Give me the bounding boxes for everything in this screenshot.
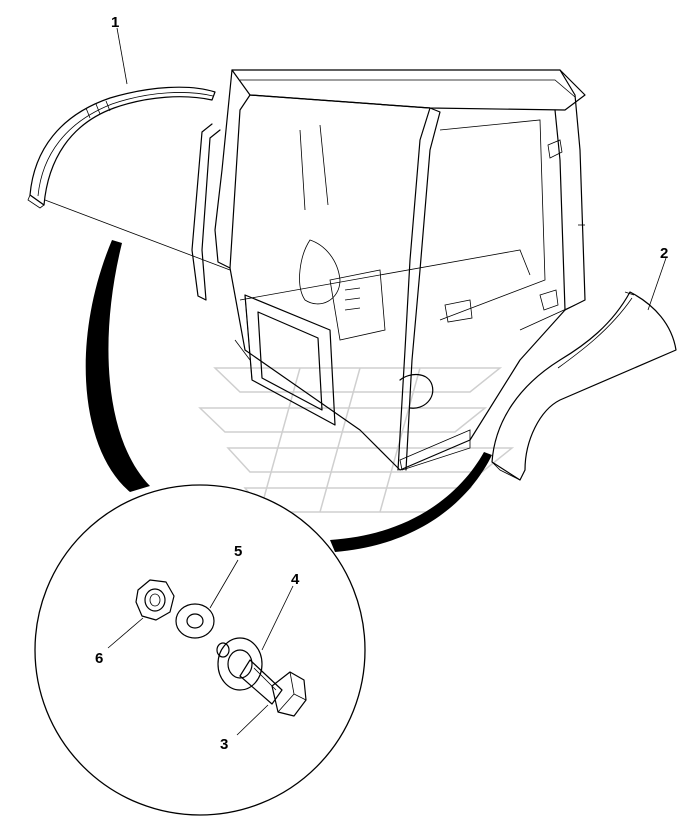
cab-assembly [191, 69, 586, 471]
part-5-washer [175, 603, 215, 639]
callout-2: 2 [660, 245, 668, 262]
callout-3: 3 [220, 736, 228, 753]
detail-circle [34, 484, 366, 816]
callout-6: 6 [95, 650, 103, 667]
part-4-spacer [216, 637, 263, 691]
leader-lines [107, 27, 667, 736]
leader-band [85, 240, 492, 552]
callout-4: 4 [291, 571, 300, 588]
callout-1: 1 [111, 14, 119, 31]
part-1-trim [27, 86, 216, 209]
part-6-nut [135, 579, 175, 621]
callout-5: 5 [234, 543, 242, 560]
part-3-bolt [239, 659, 307, 717]
part-2-fender [491, 291, 677, 481]
guide-line-1 [44, 199, 231, 271]
